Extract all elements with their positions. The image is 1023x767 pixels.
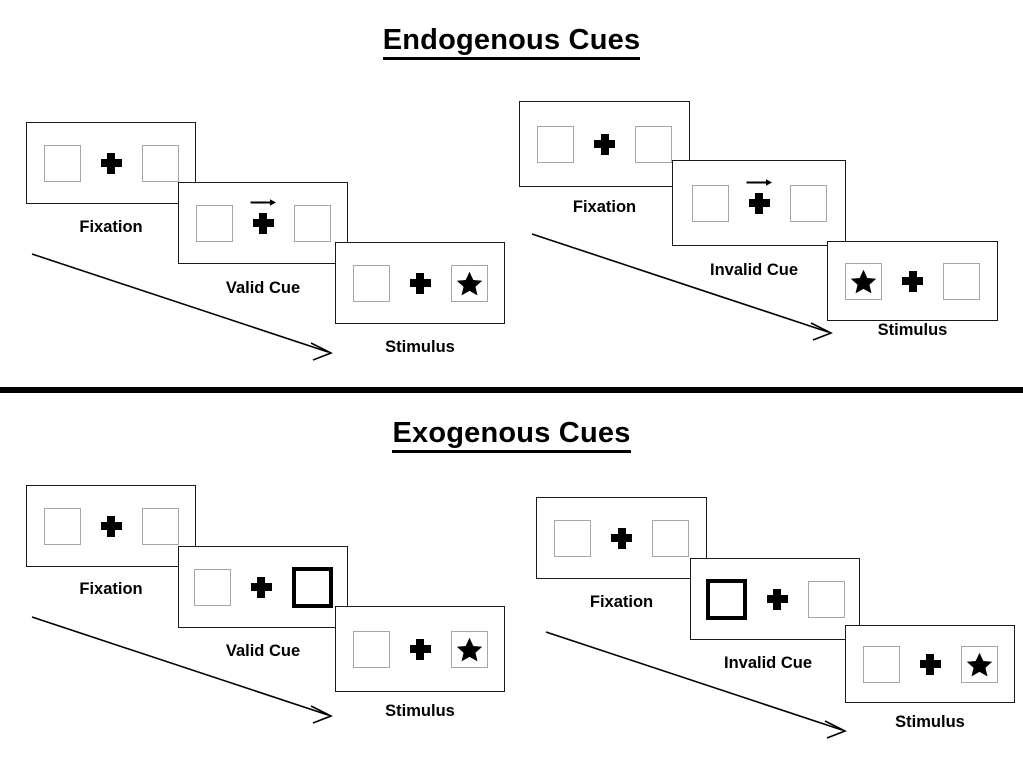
panel-endogenous-invalid-stimulus xyxy=(827,241,998,321)
star-icon xyxy=(966,652,992,676)
panel-exogenous-valid-stimulus xyxy=(335,606,505,692)
fixation-cross-icon xyxy=(250,576,272,598)
left-box xyxy=(845,262,882,300)
right-box xyxy=(450,264,488,302)
panel-content xyxy=(691,178,827,222)
panel-label-endogenous-invalid-fixation: Fixation xyxy=(572,198,637,216)
left-box xyxy=(691,184,729,222)
panel-exogenous-invalid-fixation xyxy=(536,497,707,579)
fixation-cross-icon xyxy=(902,270,923,292)
left-box xyxy=(862,645,900,683)
panel-content xyxy=(862,645,998,683)
panel-label-endogenous-invalid-cue: Invalid Cue xyxy=(709,261,799,279)
exogenous-right-time-arrow xyxy=(545,631,847,739)
right-box xyxy=(141,507,179,545)
panel-content xyxy=(537,125,672,163)
panel-content xyxy=(705,578,845,620)
section-title-exogenous-text: Exogenous Cues xyxy=(392,419,631,453)
left-box-cued xyxy=(705,578,747,620)
panel-label-exogenous-invalid-stimulus: Stimulus xyxy=(895,713,965,731)
section-title-exogenous: Exogenous Cues xyxy=(0,419,1023,453)
panel-exogenous-invalid-cue xyxy=(690,558,860,640)
fixation-cross-icon xyxy=(409,638,431,660)
fixation-cross-icon xyxy=(250,198,276,234)
right-box xyxy=(789,184,827,222)
panel-exogenous-invalid-stimulus xyxy=(845,625,1015,703)
right-box xyxy=(450,630,488,668)
left-box xyxy=(352,264,390,302)
panel-endogenous-valid-stimulus xyxy=(335,242,505,324)
panel-label-exogenous-valid-stimulus: Stimulus xyxy=(385,702,455,720)
panel-label-endogenous-valid-fixation: Fixation xyxy=(79,218,143,236)
right-box xyxy=(141,144,179,182)
fixation-cross-icon xyxy=(611,527,632,549)
star-icon xyxy=(456,637,482,661)
left-box xyxy=(554,519,591,557)
right-box xyxy=(652,519,689,557)
fixation-cross-icon xyxy=(594,133,615,155)
endogenous-left-time-arrow xyxy=(31,253,333,361)
left-box xyxy=(352,630,390,668)
panel-content xyxy=(352,264,488,302)
right-box-cued xyxy=(291,566,333,608)
star-icon xyxy=(456,271,482,295)
panel-endogenous-invalid-fixation xyxy=(519,101,690,187)
left-box xyxy=(193,568,231,606)
panel-endogenous-valid-fixation xyxy=(26,122,196,204)
panel-label-exogenous-valid-cue: Valid Cue xyxy=(225,642,301,660)
panel-content xyxy=(195,198,331,242)
left-box xyxy=(537,125,574,163)
section-title-endogenous: Endogenous Cues xyxy=(0,26,1023,60)
fixation-cross-icon xyxy=(746,178,772,214)
section-divider xyxy=(0,387,1023,393)
panel-label-endogenous-valid-stimulus: Stimulus xyxy=(385,338,455,356)
panel-content xyxy=(554,519,689,557)
panel-endogenous-invalid-cue xyxy=(672,160,846,246)
panel-content xyxy=(352,630,488,668)
section-title-endogenous-text: Endogenous Cues xyxy=(382,26,641,60)
right-box xyxy=(635,125,672,163)
left-box xyxy=(43,144,81,182)
panel-label-exogenous-invalid-cue: Invalid Cue xyxy=(723,654,813,672)
panel-exogenous-valid-cue xyxy=(178,546,348,628)
right-box xyxy=(960,645,998,683)
fixation-cross-icon xyxy=(100,515,122,537)
fixation-cross-icon xyxy=(100,152,122,174)
cue-arrow-right-icon xyxy=(746,178,772,186)
panel-label-exogenous-valid-fixation: Fixation xyxy=(79,580,143,598)
exogenous-left-time-arrow xyxy=(31,616,333,724)
right-box xyxy=(807,580,845,618)
cue-arrow-right-icon xyxy=(250,198,276,206)
left-box xyxy=(195,204,233,242)
panel-label-endogenous-invalid-stimulus: Stimulus xyxy=(877,321,948,339)
right-box xyxy=(943,262,980,300)
panel-content xyxy=(845,262,980,300)
left-box xyxy=(43,507,81,545)
panel-exogenous-valid-fixation xyxy=(26,485,196,567)
panel-label-exogenous-invalid-fixation: Fixation xyxy=(589,593,654,611)
star-icon xyxy=(850,269,877,293)
fixation-cross-icon xyxy=(766,588,788,610)
panel-label-endogenous-valid-cue: Valid Cue xyxy=(225,279,301,297)
panel-content xyxy=(43,144,179,182)
panel-endogenous-valid-cue xyxy=(178,182,348,264)
panel-content xyxy=(193,566,333,608)
fixation-cross-icon xyxy=(409,272,431,294)
panel-content xyxy=(43,507,179,545)
right-box xyxy=(293,204,331,242)
fixation-cross-icon xyxy=(919,653,941,675)
